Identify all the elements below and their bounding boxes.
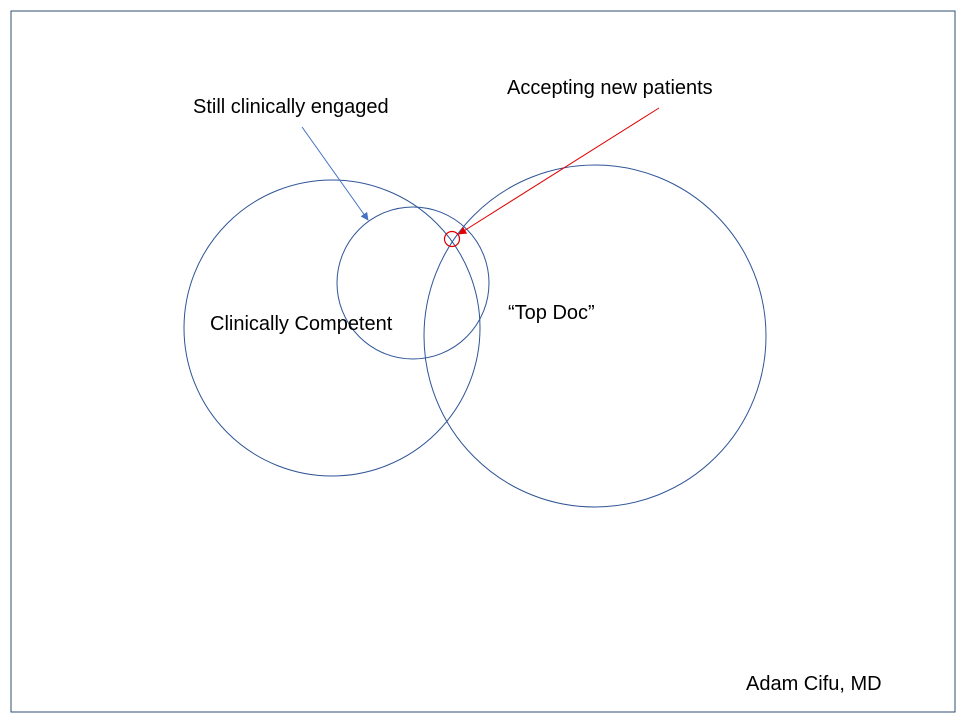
intersection-highlight-circle xyxy=(443,230,461,248)
label-accepting-new-patients: Accepting new patients xyxy=(507,77,713,99)
slide-frame xyxy=(10,10,956,713)
arrow-still-engaged xyxy=(301,126,369,221)
label-clinically-competent: Clinically Competent xyxy=(210,313,393,335)
author-credit: Adam Cifu, MD xyxy=(746,673,882,695)
arrow-accepting-new-patients xyxy=(458,107,660,235)
circle-clinically-competent xyxy=(183,179,481,477)
label-top-doc: “Top Doc” xyxy=(508,302,595,324)
circle-still-engaged xyxy=(336,206,490,360)
label-still-clinically-engaged: Still clinically engaged xyxy=(193,96,389,118)
circle-top-doc xyxy=(423,164,767,508)
